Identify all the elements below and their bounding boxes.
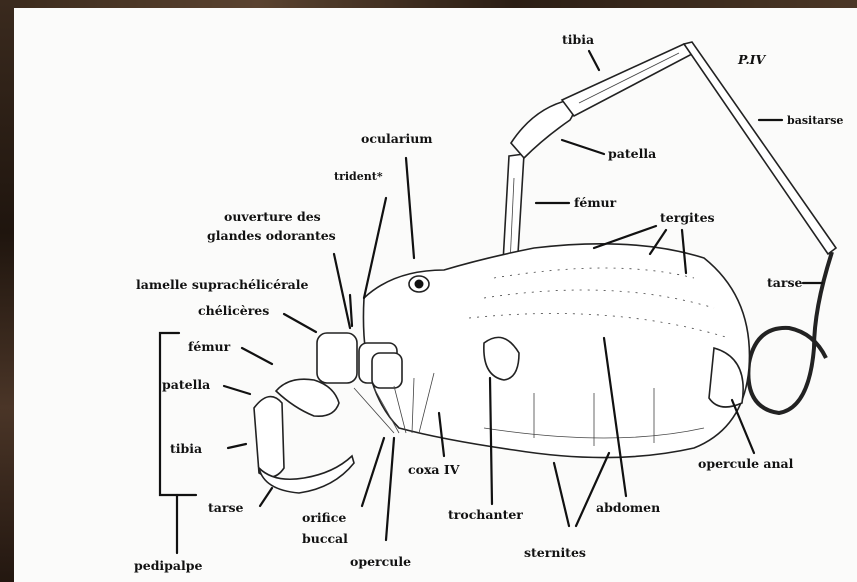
label-ocularium: ocularium: [361, 131, 433, 146]
label-basitarse: basitarse: [787, 114, 843, 127]
palp-femur-shape: [276, 379, 339, 416]
label-orifice-line1: orifice: [302, 510, 346, 525]
label-opercule-anal: opercule anal: [698, 456, 794, 471]
label-pedipalpe: pedipalpe: [134, 558, 203, 573]
body: [363, 244, 749, 458]
label-patella-palp: patella: [162, 377, 210, 392]
label-tibia-palp: tibia: [170, 441, 202, 456]
label-femur-palp: fémur: [188, 339, 231, 354]
leg-patella-shape: [511, 100, 574, 158]
pedipalp: [254, 379, 354, 493]
chelicera-shape: [317, 333, 357, 383]
label-tarse-leg: tarse: [767, 275, 802, 290]
label-lamelle: lamelle suprachélicérale: [136, 277, 309, 292]
label-trident: trident*: [334, 170, 383, 183]
leg-tibia-shape: [562, 44, 692, 116]
palp-tibia-shape: [254, 397, 284, 477]
label-cheliceres: chélicères: [198, 303, 269, 318]
diagram-paper: tibia P.IV basitarse ocularium patella t…: [14, 8, 857, 582]
label-ouverture-line2: glandes odorantes: [207, 228, 336, 243]
opiliones-diagram: tibia P.IV basitarse ocularium patella t…: [14, 8, 857, 582]
label-tibia-leg: tibia: [562, 32, 594, 47]
label-tergites: tergites: [660, 210, 715, 225]
label-femur-leg: fémur: [574, 195, 617, 210]
label-ouverture-line1: ouverture des: [224, 209, 321, 224]
label-patella-leg: patella: [608, 146, 656, 161]
label-abdomen: abdomen: [596, 500, 660, 515]
label-sternites: sternites: [524, 545, 586, 560]
label-orifice-line2: buccal: [302, 531, 348, 546]
label-trochanter: trochanter: [448, 507, 523, 522]
label-coxa: coxa IV: [408, 462, 460, 477]
eye-dot: [415, 280, 424, 289]
label-opercule-genital: opercule: [350, 554, 411, 569]
label-piv: P.IV: [737, 52, 767, 67]
label-tarse-palp: tarse: [208, 500, 243, 515]
